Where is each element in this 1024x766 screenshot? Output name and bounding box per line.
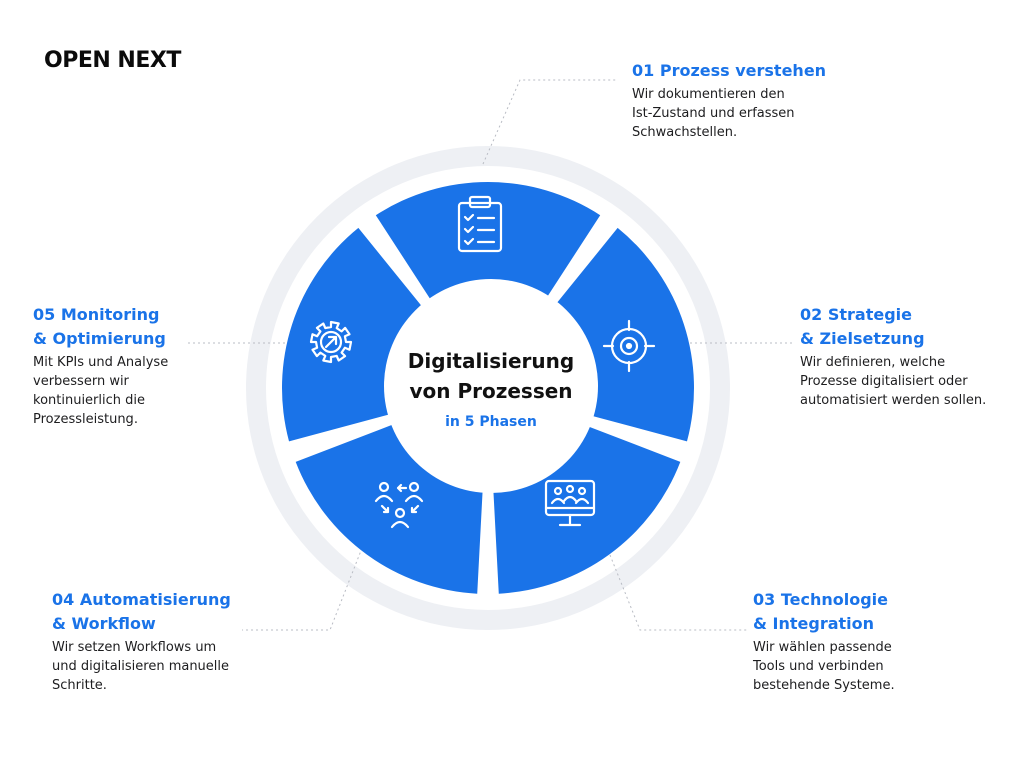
people-flow-icon xyxy=(374,481,424,529)
phase-3-block: 03 Technologie & Integration Wir wählen … xyxy=(753,588,973,695)
center-title: Digitalisierung von Prozessen xyxy=(407,349,575,403)
phase-1-block: 01 Prozess verstehen Wir dokumentieren d… xyxy=(632,59,892,142)
segments xyxy=(282,182,695,594)
phase-2-title: 02 Strategie & Zielsetzung xyxy=(800,305,925,348)
phase-5-block: 05 Monitoring & Optimierung Mit KPIs und… xyxy=(33,303,233,429)
phase-2-description: Wir definieren, welche Prozesse digitali… xyxy=(800,355,987,408)
monitor-team-icon xyxy=(544,479,596,527)
brand-logo: OPEN NEXT xyxy=(44,48,181,73)
connector-phase-4 xyxy=(242,547,363,631)
phase-5-description: Mit KPIs und Analyse verbessern wir kont… xyxy=(33,355,169,427)
center-disc xyxy=(384,279,598,493)
connector-phase-3 xyxy=(609,554,748,631)
connector-phase-1 xyxy=(482,79,618,165)
phase-1-description: Wir dokumentieren den Ist-Zustand und er… xyxy=(632,87,795,140)
gear-arrow-icon xyxy=(309,320,353,364)
phase-1-title: 01 Prozess verstehen xyxy=(632,61,827,80)
clipboard-checklist-icon xyxy=(457,195,503,253)
phase-3-description: Wir wählen passende Tools und verbinden … xyxy=(753,640,895,693)
center-subtitle: in 5 Phasen xyxy=(445,414,537,430)
phase-4-title: 04 Automatisierung & Workflow xyxy=(52,590,231,633)
segment-phase-1 xyxy=(375,182,601,308)
segment-phase-4 xyxy=(295,422,483,594)
target-icon xyxy=(602,319,656,373)
phase-5-title: 05 Monitoring & Optimierung xyxy=(33,305,166,348)
phase-4-block: 04 Automatisierung & Workflow Wir setzen… xyxy=(52,588,272,695)
phase-3-title: 03 Technologie & Integration xyxy=(753,590,888,633)
phase-2-block: 02 Strategie & Zielsetzung Wir definiere… xyxy=(800,303,1010,410)
phase-4-description: Wir setzen Workflows um und digitalisier… xyxy=(52,640,230,693)
connector-lines xyxy=(185,79,795,631)
